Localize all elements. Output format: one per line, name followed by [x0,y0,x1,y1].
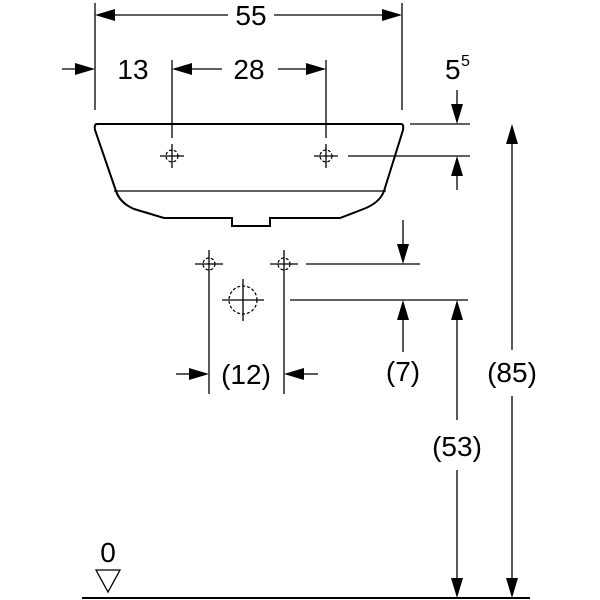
level-marker-triangle [94,569,122,594]
arrow-head-up [506,124,518,144]
dimension-rim-height: (85) [487,124,537,598]
arrow-head-right [382,9,402,21]
arrow-head-left [189,368,209,380]
left-offset-label: 13 [117,54,148,85]
top-offset-superscript: 5 [461,53,470,70]
arrow-head [75,63,95,75]
dimension-overall-width: 55 [94,0,403,110]
waste-outlet [222,279,468,321]
dimension-top-offset: 5 5 [348,53,470,190]
arrow-head-up [451,156,463,176]
arrow-head-right [306,63,326,75]
rim-height-label: (85) [487,357,537,388]
valve-spacing-label: (12) [221,359,271,390]
arrow-head-down [506,578,518,598]
dimension-waste-offset: (7) [386,220,420,387]
arrow-head-down [451,578,463,598]
supply-valve-right [270,250,420,394]
dimension-waste-height: (53) [432,300,482,598]
arrow-head-up [451,300,463,320]
arrow-head-down [397,244,409,264]
washbasin-outline [93,123,405,227]
floor-level-label: 0 [100,537,116,568]
arrow-head-down [451,104,463,124]
basin-foot-left [145,211,165,219]
arrow-head-left [95,9,115,21]
dimension-valve-spacing: (12) [176,359,318,390]
floor-level: 0 [82,537,530,599]
top-offset-label: 5 [445,54,461,85]
basin-body [93,123,405,227]
arrow-head-left [172,63,192,75]
waste-offset-label: (7) [386,356,420,387]
tap-hole-left [160,144,184,168]
hole-spacing-label: 28 [233,54,264,85]
dimension-hole-spacing: 28 [171,54,327,138]
dimension-left-offset: 13 [62,54,149,85]
overall-width-label: 55 [235,0,266,31]
supply-valve-left [195,250,223,394]
arrow-head-up [397,300,409,320]
arrow-head-right [284,368,304,380]
basin-foot-right [339,211,357,219]
tap-hole-right [314,144,338,168]
waste-height-label: (53) [432,431,482,462]
